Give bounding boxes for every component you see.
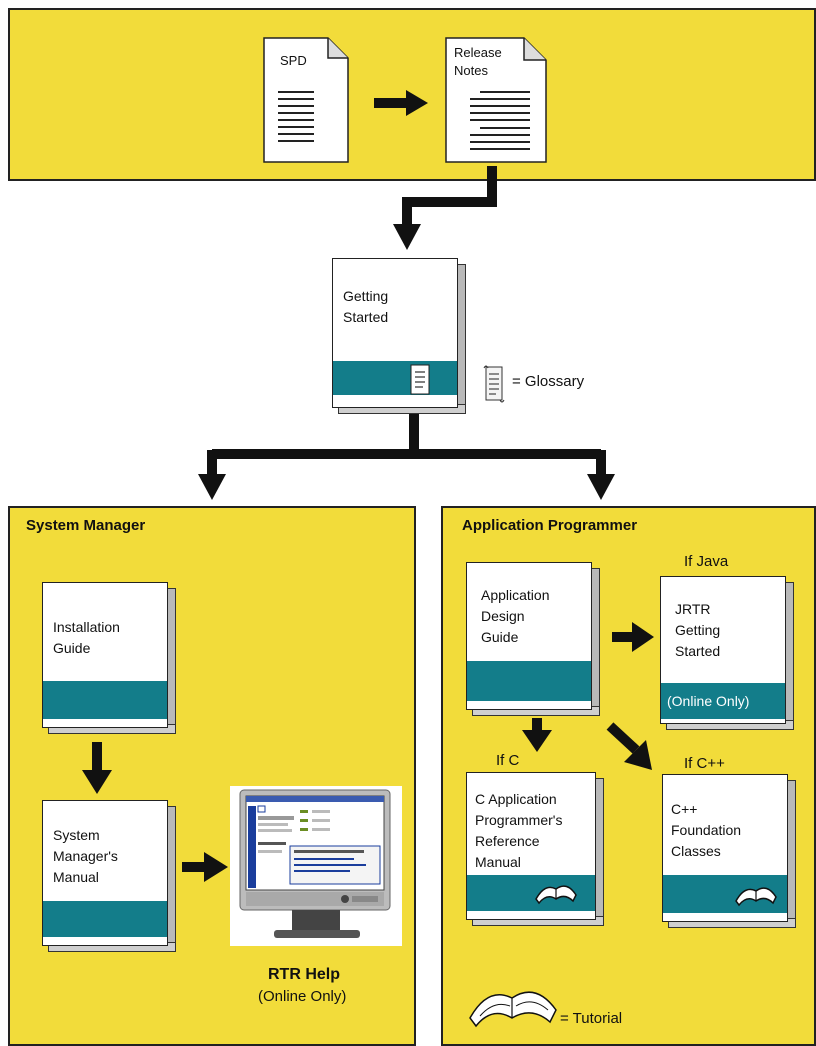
if-c-label: If C (496, 752, 520, 769)
getting-started-book: Getting Started (332, 258, 466, 414)
release-notes-document-icon (445, 37, 547, 163)
arrow-down-icon (82, 742, 112, 794)
application-programmer-heading: Application Programmer (462, 517, 638, 534)
system-managers-manual-book: System Manager's Manual (42, 800, 176, 952)
tutorial-book-icon (535, 885, 577, 905)
jrtr-getting-started-book: JRTR Getting Started (Online Only) (660, 576, 794, 730)
rtr-help-note: (Online Only) (258, 988, 347, 1005)
glossary-scroll-icon (410, 364, 430, 395)
rtr-help-title: RTR Help (268, 966, 340, 983)
system-managers-manual-title: System Manager's Manual (53, 827, 118, 885)
connector-arrow-icon (393, 166, 497, 250)
cpp-foundation-classes-book: C++ Foundation Classes (662, 774, 796, 928)
arrow-right-icon (374, 90, 428, 116)
application-design-guide-book: Application Design Guide (466, 562, 600, 716)
tutorial-legend-book-icon (469, 991, 557, 1028)
glossary-legend-icon (483, 365, 505, 403)
application-design-guide-title: Application Design Guide (481, 587, 550, 645)
if-cpp-label: If C++ (684, 755, 725, 772)
split-connector-icon (198, 414, 615, 500)
spd-label: SPD (280, 53, 307, 68)
c-reference-manual-title: C Application Programmer's Reference Man… (475, 791, 563, 870)
getting-started-title: Getting Started (343, 288, 389, 325)
tutorial-legend-text: = Tutorial (560, 1010, 623, 1027)
release-notes-label: Release Notes (454, 45, 502, 78)
tutorial-book-icon (735, 887, 777, 907)
rtr-help-monitor-icon (230, 786, 402, 946)
installation-guide-book: Installation Guide (42, 582, 176, 734)
jrtr-getting-started-title: JRTR Getting Started (675, 601, 721, 659)
arrow-right-icon (182, 852, 228, 882)
system-manager-heading: System Manager (26, 517, 146, 534)
arrow-right-icon (612, 622, 654, 652)
if-java-label: If Java (684, 553, 729, 570)
c-reference-manual-book: C Application Programmer's Reference Man… (466, 772, 604, 926)
installation-guide-title: Installation Guide (53, 619, 120, 656)
arrow-diagonal-icon (606, 722, 652, 770)
cpp-foundation-classes-title: C++ Foundation Classes (671, 801, 742, 859)
jrtr-online-only: (Online Only) (667, 693, 750, 709)
spd-document-icon (263, 37, 349, 163)
glossary-legend-text: = Glossary (512, 373, 585, 390)
arrow-down-icon (522, 718, 552, 752)
